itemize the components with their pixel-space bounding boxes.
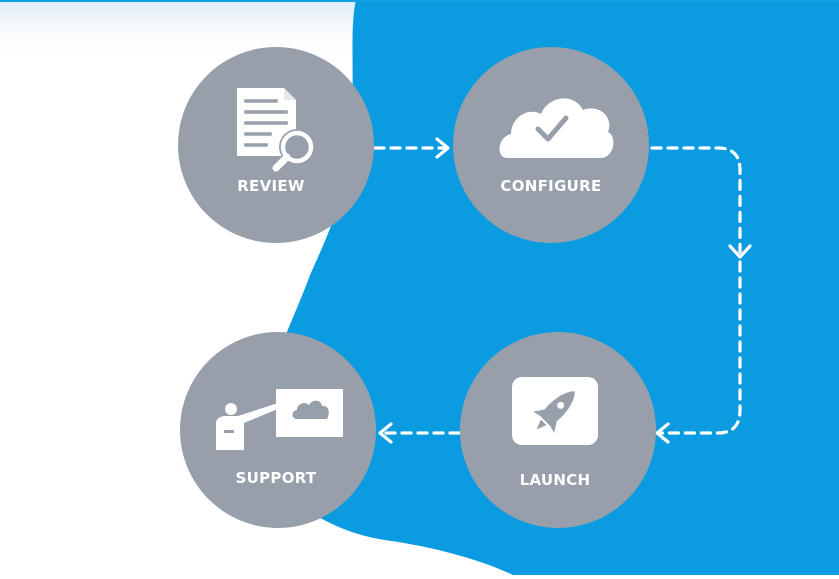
step-label-support: SUPPORT (236, 469, 317, 487)
arrowhead-right (435, 137, 450, 159)
arrow-launch-return-path (659, 260, 742, 435)
step-support: SUPPORT (180, 332, 376, 528)
arrowhead-left-launch (655, 422, 670, 444)
arrow-heads (378, 137, 752, 444)
step-configure: CONFIGURE (453, 47, 649, 243)
top-border (0, 0, 839, 2)
cloud-check-icon (499, 98, 614, 158)
arrowhead-left-support (378, 422, 393, 444)
step-label-review: REVIEW (237, 177, 305, 195)
rocket-icon (512, 377, 598, 445)
cloud-background (261, 0, 839, 575)
step-label-configure: CONFIGURE (500, 177, 601, 195)
arrowhead-down (728, 244, 752, 259)
step-label-launch: LAUNCH (520, 471, 591, 489)
top-fade (0, 0, 420, 60)
step-launch: LAUNCH (460, 332, 656, 528)
document-search-icon (237, 88, 315, 172)
step-review: REVIEW (178, 47, 374, 243)
flow-arrows (373, 146, 742, 435)
arrow-configure-to-launch (650, 146, 742, 254)
presenter-board-icon (216, 389, 343, 450)
